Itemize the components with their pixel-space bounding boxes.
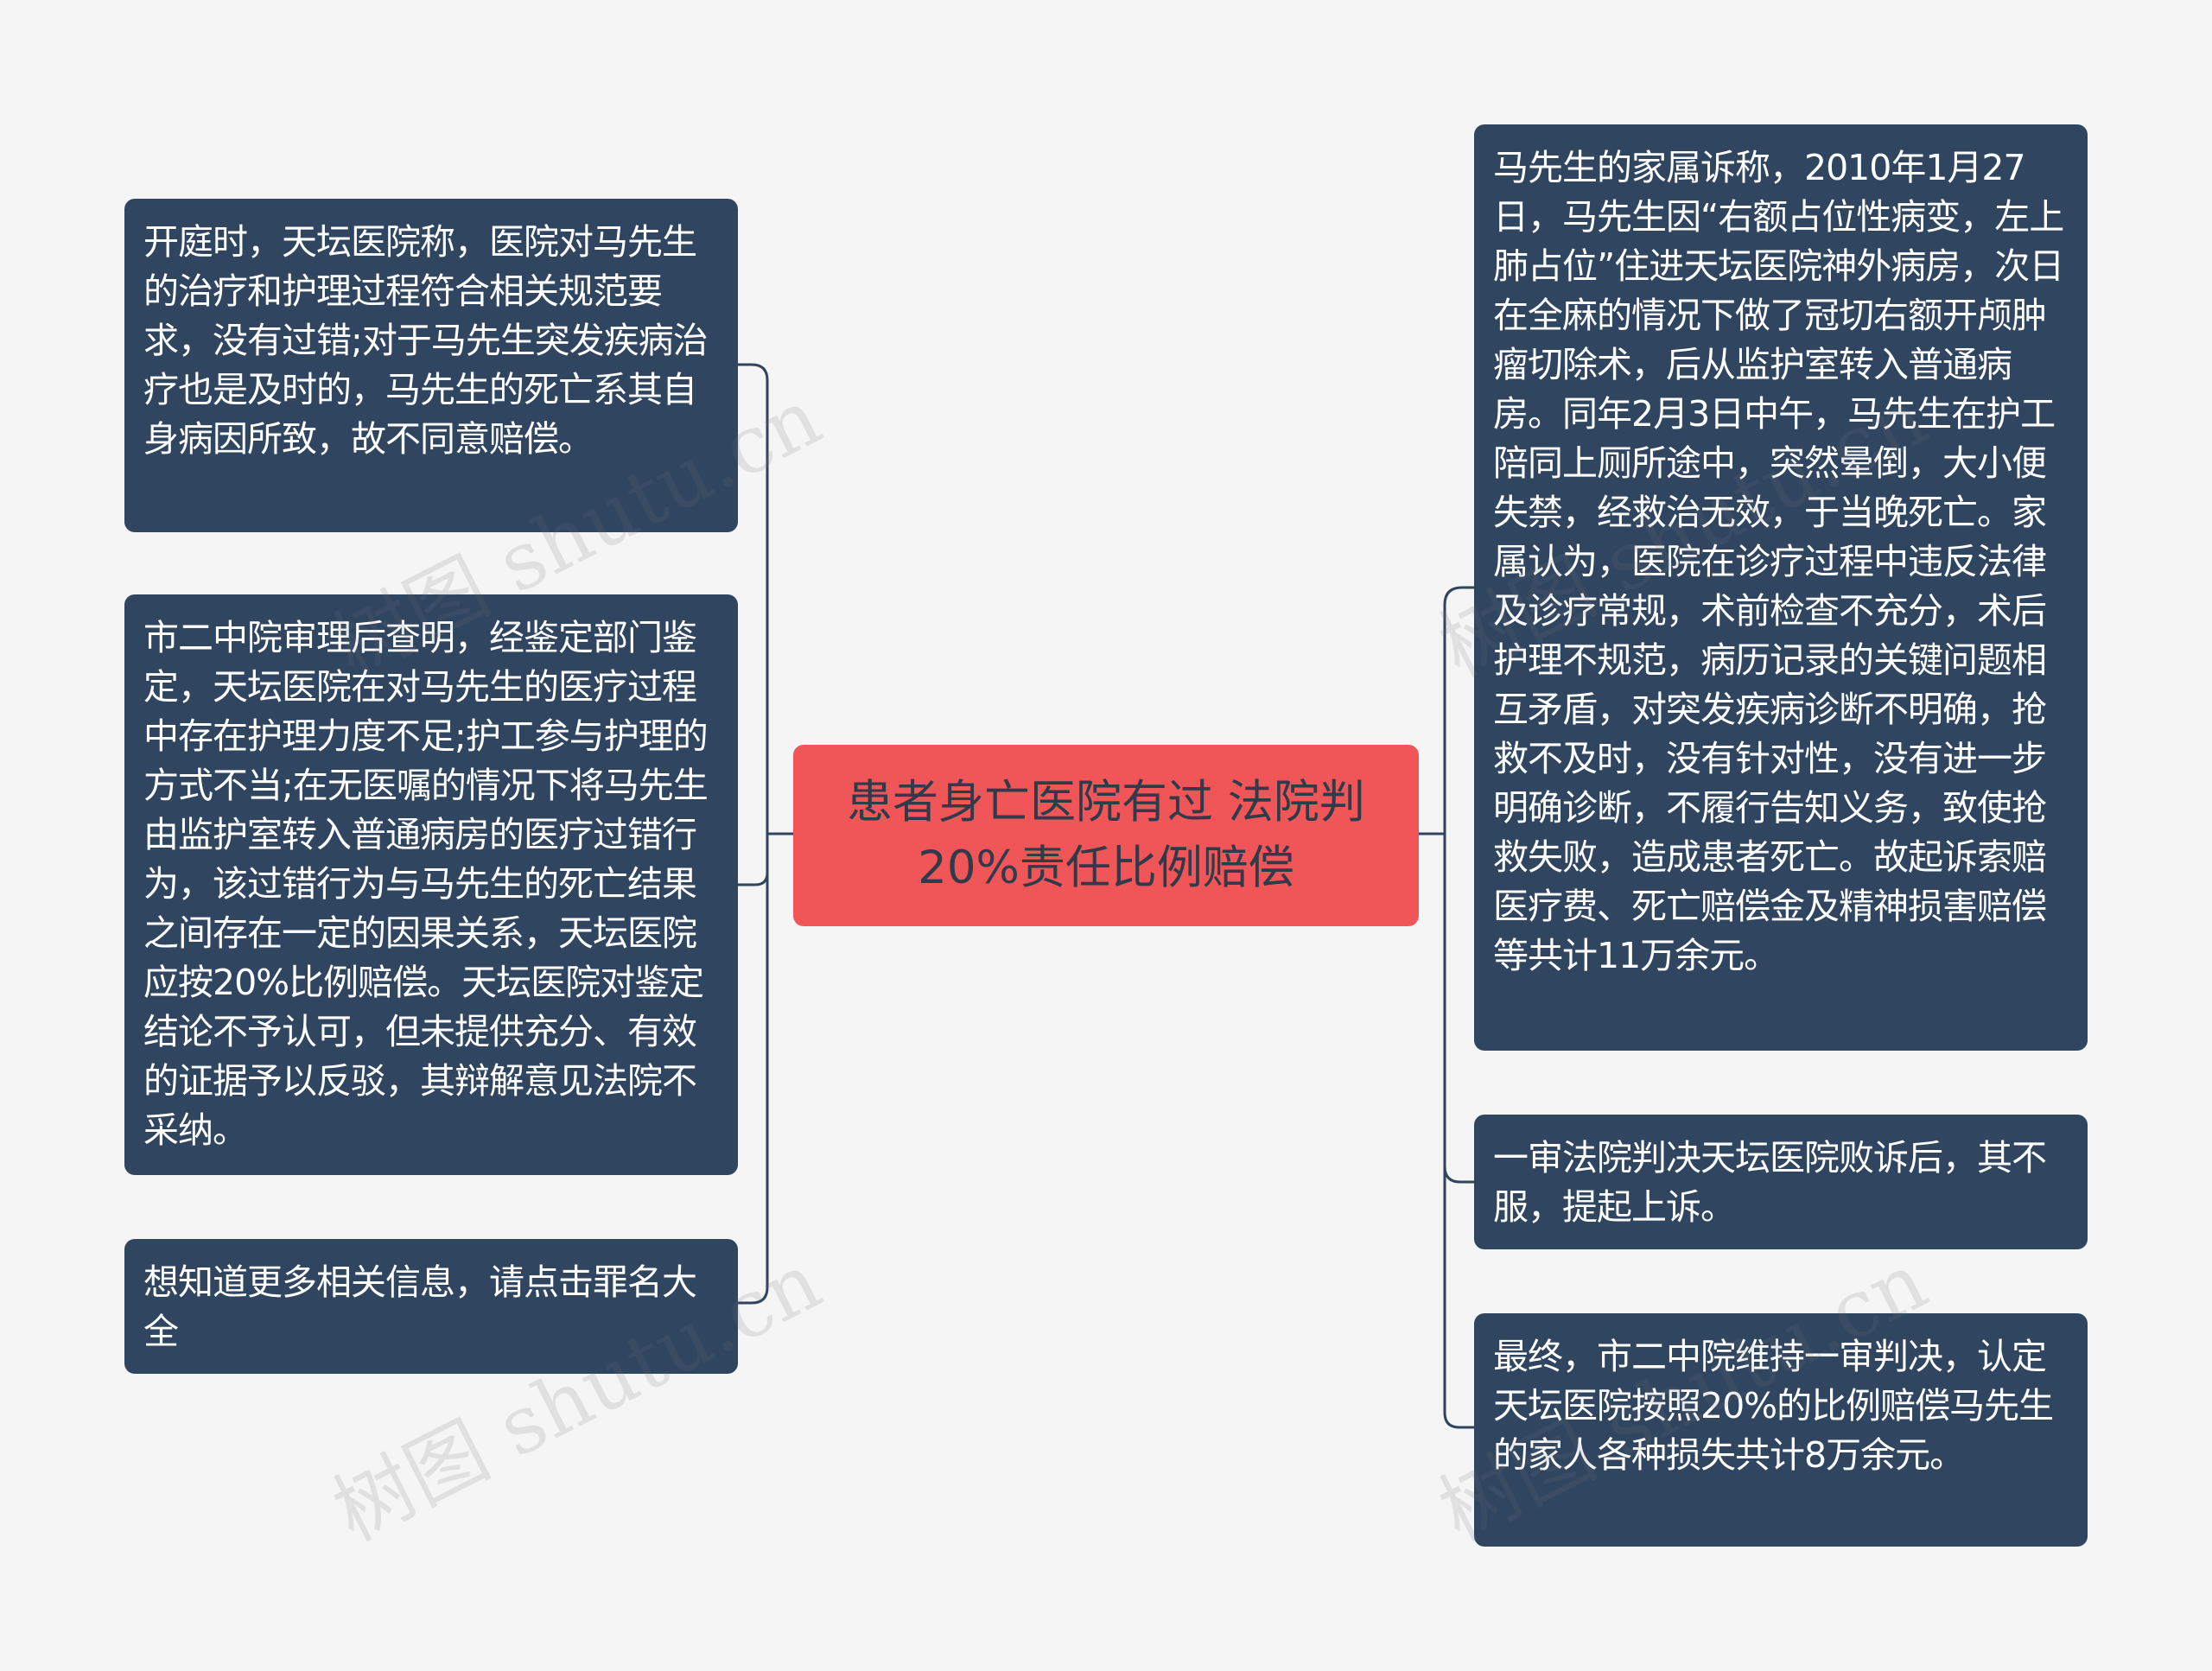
central-topic[interactable]: 患者身亡医院有过 法院判20%责任比例赔偿 bbox=[793, 745, 1419, 926]
central-topic-text: 患者身亡医院有过 法院判20%责任比例赔偿 bbox=[847, 776, 1365, 894]
left-node-2[interactable]: 市二中院审理后查明，经鉴定部门鉴定，天坛医院在对马先生的医疗过程中存在护理力度不… bbox=[124, 594, 738, 1175]
left-node-3[interactable]: 想知道更多相关信息，请点击罪名大全 bbox=[124, 1239, 738, 1374]
left-node-3-text: 想知道更多相关信息，请点击罪名大全 bbox=[143, 1261, 697, 1352]
left-branch-connector bbox=[738, 834, 769, 886]
right-node-2-text: 一审法院判决天坛医院败诉后，其不服，提起上诉。 bbox=[1493, 1137, 2047, 1228]
right-node-1-text: 马先生的家属诉称，2010年1月27日，马先生因“右额占位性病变，左上肺占位”住… bbox=[1493, 147, 2064, 976]
left-branch-connector bbox=[738, 834, 769, 1305]
right-branch-connector bbox=[1443, 586, 1474, 834]
right-node-3-text: 最终，市二中院维持一审判决，认定天坛医院按照20%的比例赔偿马先生的家人各种损失… bbox=[1493, 1336, 2054, 1476]
left-branch-connector bbox=[738, 363, 769, 834]
right-node-1[interactable]: 马先生的家属诉称，2010年1月27日，马先生因“右额占位性病变，左上肺占位”住… bbox=[1474, 124, 2088, 1051]
right-branch-connector bbox=[1443, 834, 1474, 1429]
right-node-2[interactable]: 一审法院判决天坛医院败诉后，其不服，提起上诉。 bbox=[1474, 1115, 2088, 1249]
left-node-1[interactable]: 开庭时，天坛医院称，医院对马先生的治疗和护理过程符合相关规范要求，没有过错;对于… bbox=[124, 199, 738, 532]
left-node-2-text: 市二中院审理后查明，经鉴定部门鉴定，天坛医院在对马先生的医疗过程中存在护理力度不… bbox=[143, 617, 709, 1151]
right-node-3[interactable]: 最终，市二中院维持一审判决，认定天坛医院按照20%的比例赔偿马先生的家人各种损失… bbox=[1474, 1313, 2088, 1547]
right-branch-connector bbox=[1443, 834, 1474, 1184]
left-node-1-text: 开庭时，天坛医院称，医院对马先生的治疗和护理过程符合相关规范要求，没有过错;对于… bbox=[143, 221, 709, 460]
